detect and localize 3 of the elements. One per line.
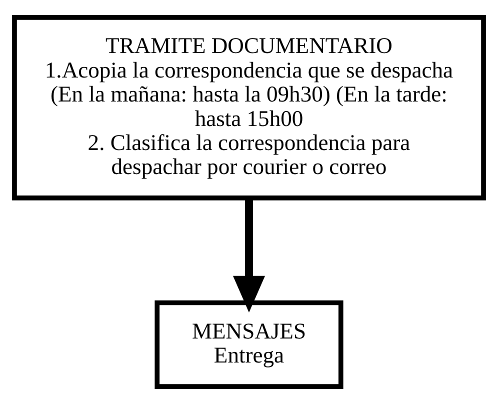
arrow	[232, 198, 266, 312]
node-box: MENSAJES Entrega	[154, 300, 344, 388]
node-box: TRAMITE DOCUMENTARIO 1.Acopia la correspondencia que se despacha (En la mañana: hasta la 09h30) (En la tarde: hasta 15h00 2. Clasifica la correspondencia para despachar por courier o correo	[12, 14, 486, 200]
